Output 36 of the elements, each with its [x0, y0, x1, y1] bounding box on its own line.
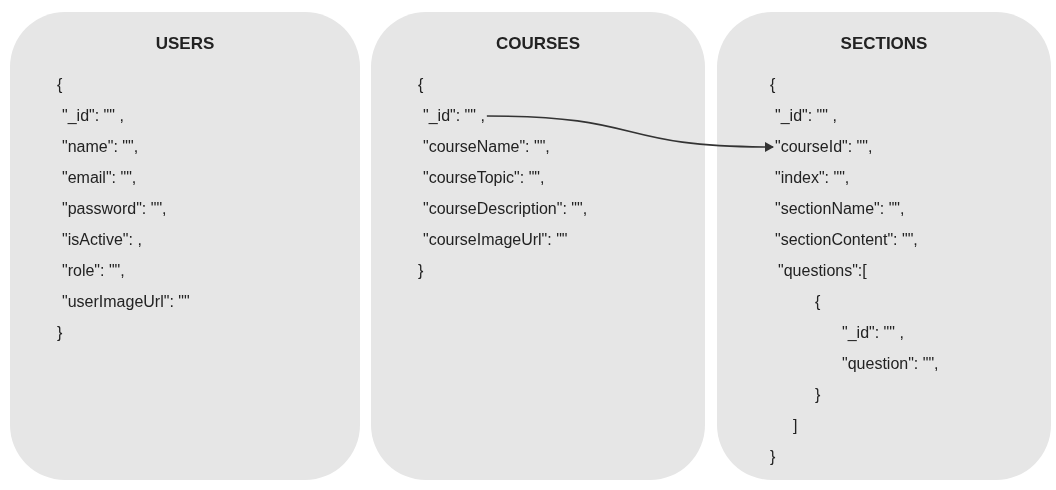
code-line: } — [770, 447, 776, 467]
code-line: "sectionName": "", — [775, 199, 905, 219]
code-line: "sectionContent": "", — [775, 230, 918, 250]
code-line: "courseId": "", — [775, 137, 873, 157]
code-line: { — [418, 75, 424, 95]
code-line: "userImageUrl": "" — [62, 292, 190, 312]
code-line: "question": "", — [842, 354, 939, 374]
code-line: } — [418, 261, 424, 281]
panel-heading: SECTIONS — [839, 34, 929, 54]
code-line: { — [770, 75, 776, 95]
code-line: "name": "", — [62, 137, 139, 157]
code-line: "_id": "" , — [423, 106, 485, 126]
panel-heading: USERS — [154, 34, 216, 54]
code-line: { — [57, 75, 63, 95]
code-line: "email": "", — [62, 168, 137, 188]
schema-panel — [10, 12, 360, 480]
code-line: } — [57, 323, 63, 343]
arrow — [486, 115, 774, 152]
code-line: { — [815, 292, 821, 312]
code-line: "isActive": , — [62, 230, 142, 250]
schema-panel — [371, 12, 705, 480]
code-line: ] — [793, 416, 798, 436]
code-line: "role": "", — [62, 261, 125, 281]
code-line: "password": "", — [62, 199, 167, 219]
code-line: "courseImageUrl": "" — [423, 230, 568, 250]
code-line: "_id": "" , — [775, 106, 837, 126]
schema-panel — [717, 12, 1051, 480]
panel-heading: COURSES — [494, 34, 582, 54]
code-line: "_id": "" , — [842, 323, 904, 343]
code-line: "courseDescription": "", — [423, 199, 588, 219]
code-line: "questions":[ — [778, 261, 867, 281]
code-line: "courseName": "", — [423, 137, 550, 157]
code-line: "index": "", — [775, 168, 850, 188]
code-line: } — [815, 385, 821, 405]
code-line: "courseTopic": "", — [423, 168, 545, 188]
code-line: "_id": "" , — [62, 106, 124, 126]
